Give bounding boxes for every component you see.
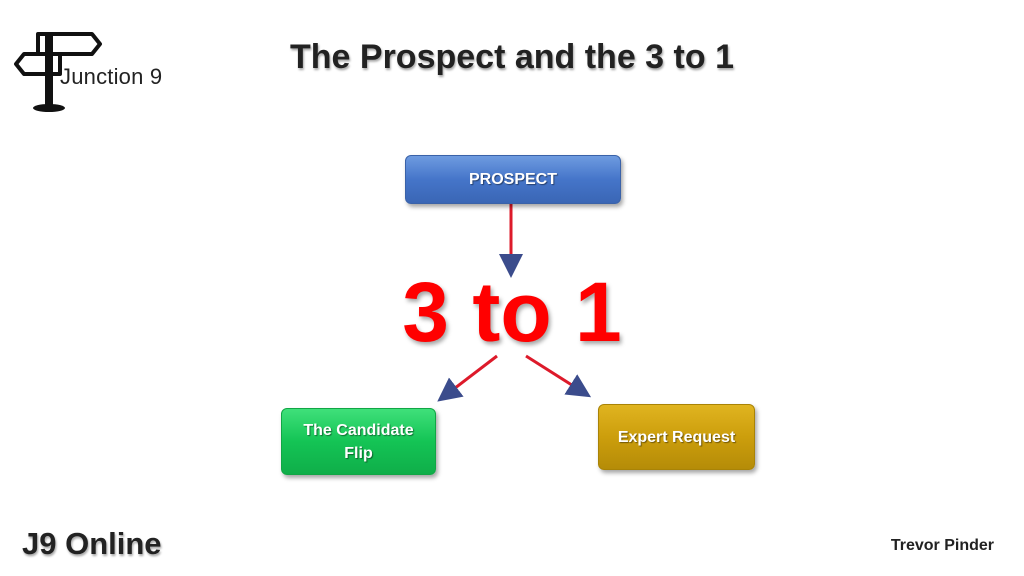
three-to-one-label: 3 to 1: [402, 265, 622, 359]
page-title: The Prospect and the 3 to 1: [290, 38, 734, 76]
signpost-icon: [14, 32, 102, 112]
logo-text: Junction 9: [60, 64, 163, 89]
arrow-center-to-candidate: [437, 354, 498, 402]
prospect-node: PROSPECT: [405, 155, 621, 204]
expert-request-node: Expert Request: [598, 404, 755, 470]
prospect-label: PROSPECT: [468, 171, 557, 188]
junction9-logo: Junction 9: [12, 28, 192, 118]
candidate-flip-node: The Candidate Flip: [281, 408, 436, 475]
footer-brand: J9 Online: [22, 526, 162, 561]
footer-author: Trevor Pinder: [890, 537, 994, 554]
expert-request-label: Expert Request: [617, 428, 736, 446]
candidate-flip-label: The Candidate Flip: [303, 421, 414, 462]
arrow-center-to-expert: [525, 354, 592, 398]
